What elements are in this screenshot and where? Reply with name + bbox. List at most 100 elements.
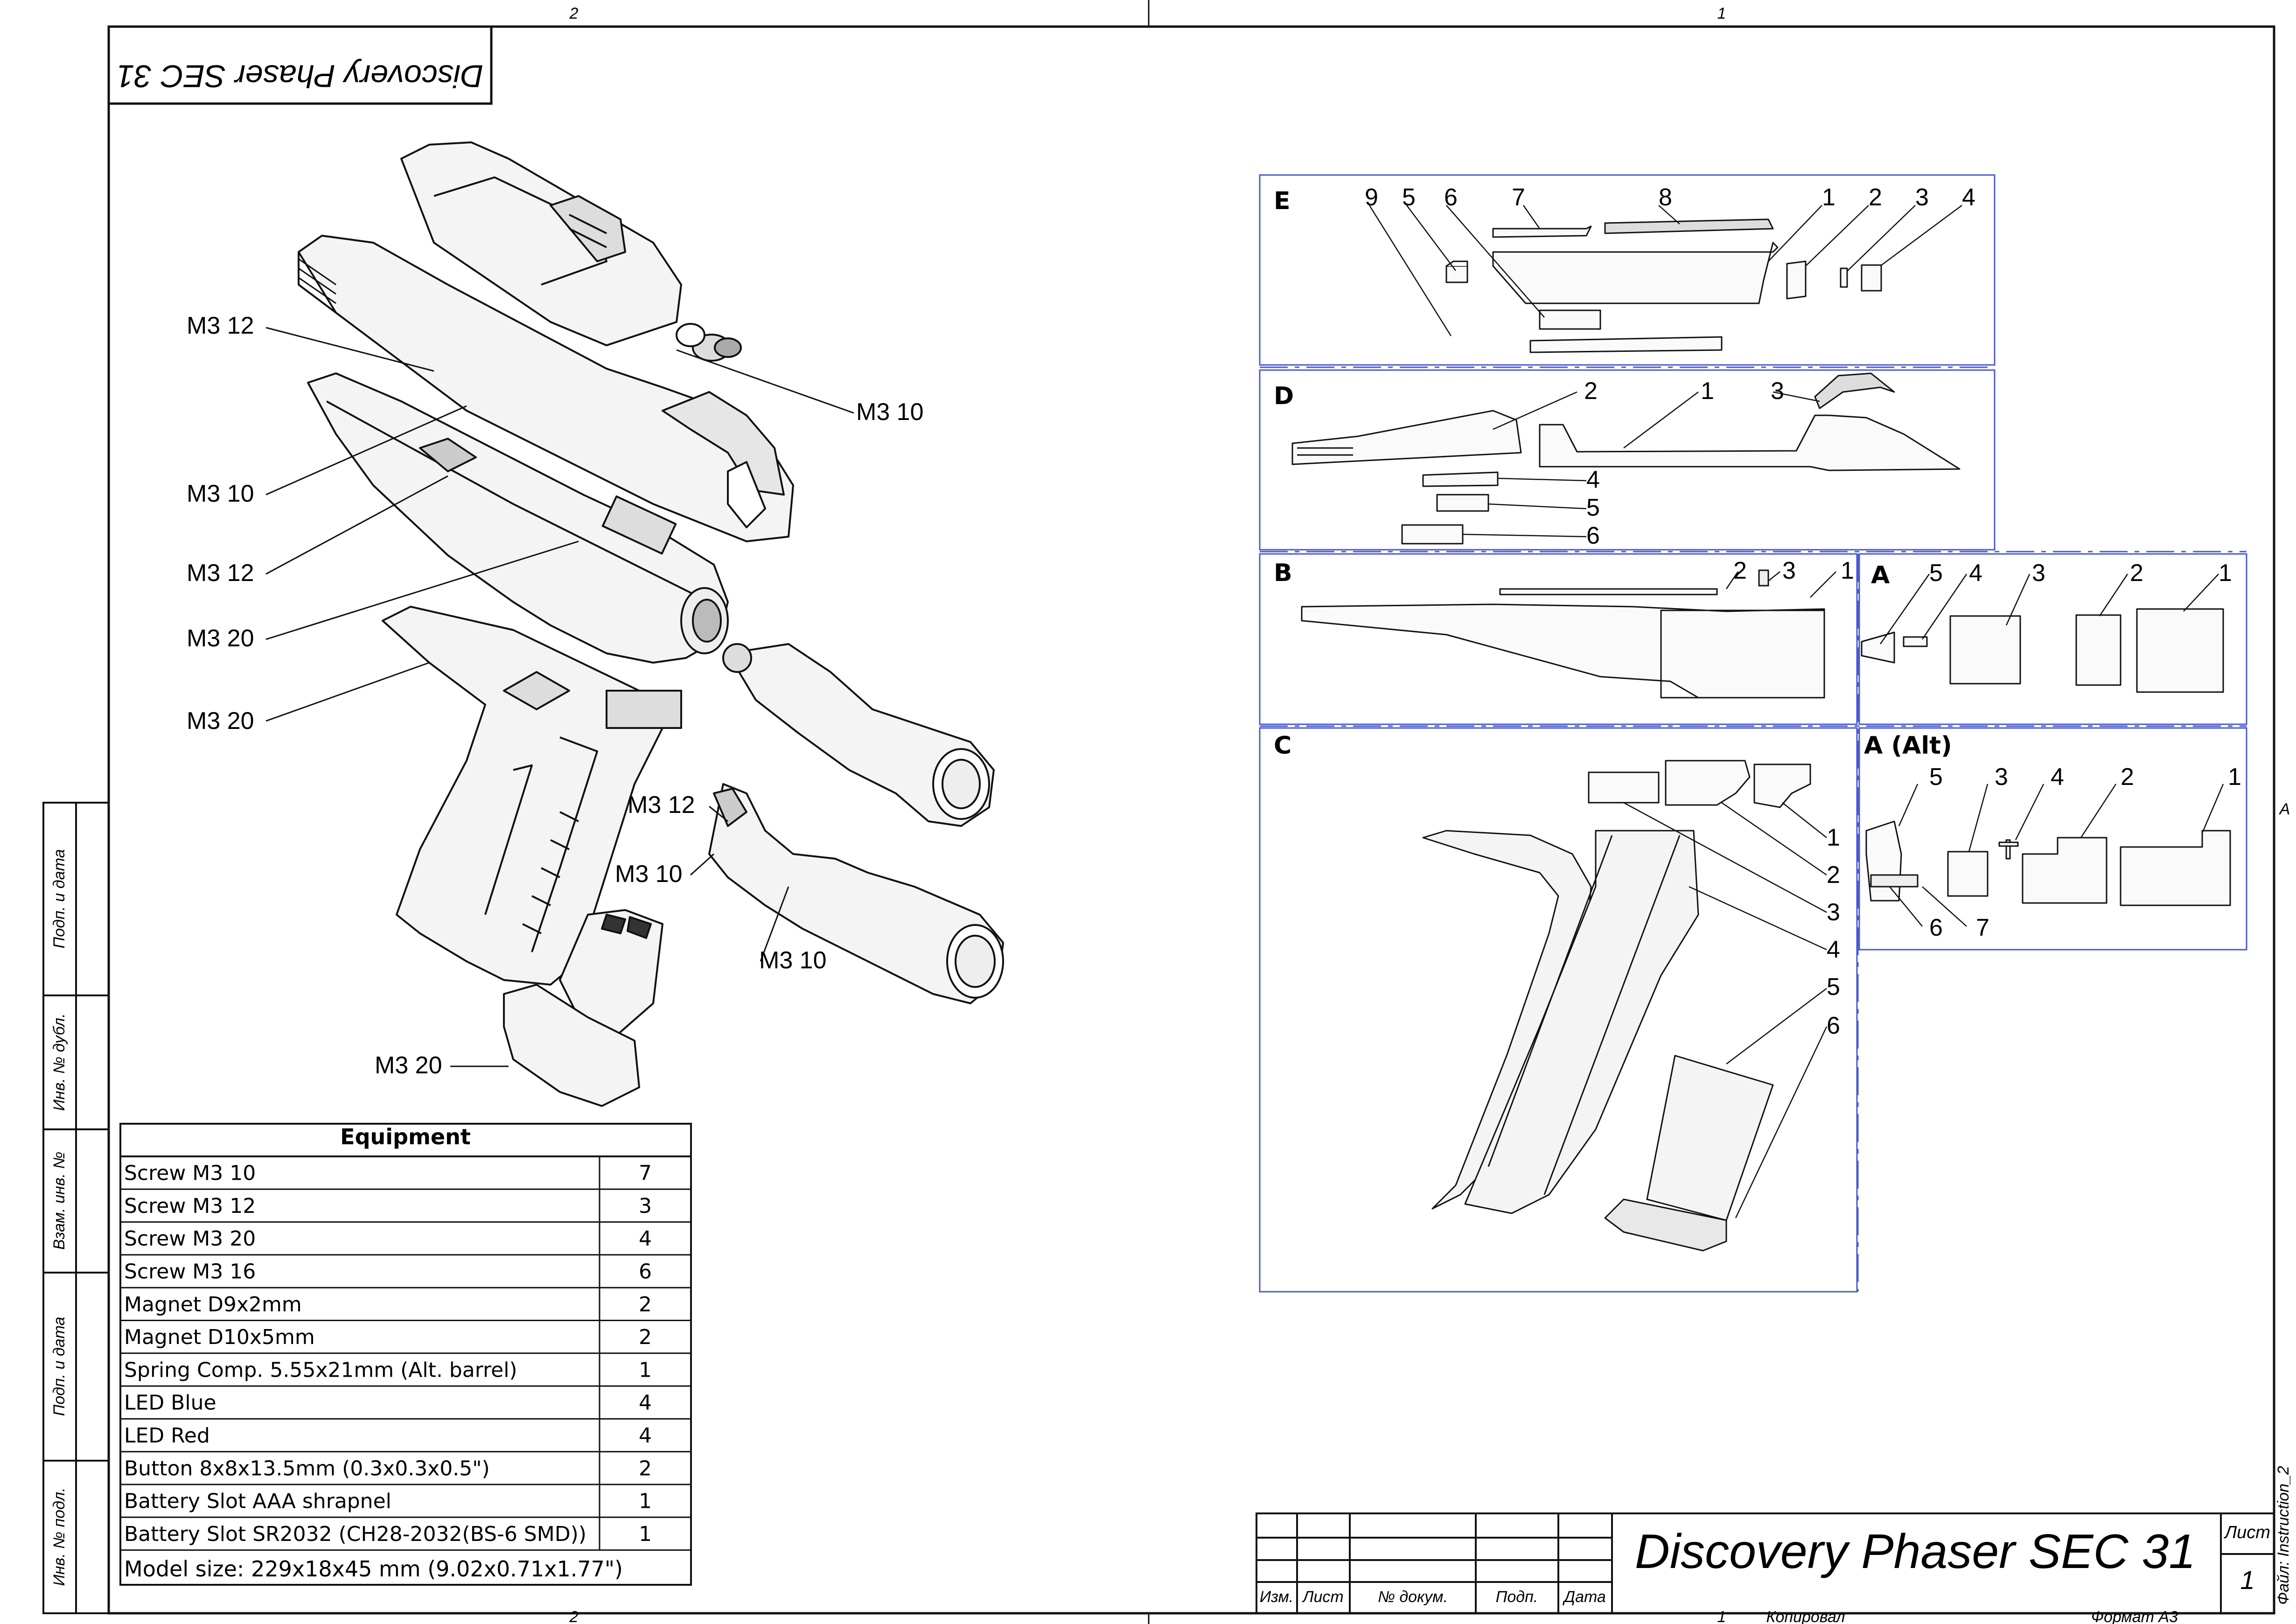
stamp-cell-1: Подп. и дата [50,849,68,949]
equipment-item: Screw M3 16 [124,1260,256,1284]
equipment-item: Button 8x8x13.5mm (0.3x0.3x0.5") [124,1456,490,1480]
zone-top-right: 1 [1717,5,1726,22]
view-break-lines [1260,366,2247,1292]
part-number: 6 [1444,184,1458,211]
stamp-cell-2: Инв. № дубл. [50,1013,68,1111]
view-label-e: E [1274,187,1291,215]
equipment-item: Screw M3 12 [124,1194,256,1218]
view-drawings [1291,218,2231,1252]
callout-m3-20-c: M3 20 [375,1052,442,1079]
part-number: 5 [1586,494,1600,521]
part-number: 7 [1512,184,1525,211]
tb-col-izm: Изм. [1260,1588,1294,1606]
part-number: 3 [1782,557,1796,584]
part-number: 2 [1869,184,1882,211]
part-number: 5 [1402,184,1416,211]
top-shell [298,235,794,542]
part-number: 1 [1822,184,1835,211]
part-number: 1 [2228,763,2241,791]
frame-view-d [1259,369,1996,551]
view-label-c: C [1274,732,1291,760]
equipment-qty: 1 [639,1490,652,1513]
frame-view-e [1259,174,1996,366]
detail-view-frames [1259,174,2247,1293]
stamp-cell-4: Подп. и дата [50,1317,68,1416]
part-number: 1 [1841,557,1854,584]
zone-right: A [2279,800,2290,818]
callout-m3-12-b: M3 12 [187,560,254,587]
title-block [1256,1512,2275,1614]
copied-label: Копировал [1766,1608,1845,1624]
equipment-qty: 4 [639,1424,652,1448]
tb-col-list: Лист [1302,1588,1344,1606]
equipment-qty: 2 [639,1325,652,1349]
zone-bottom-left: 2 [569,1608,579,1624]
sheet-number: 1 [2240,1565,2254,1595]
part-number: 7 [1976,914,1989,941]
part-number: 4 [1962,184,1975,211]
part-number: 5 [1929,763,1943,791]
callout-m3-10-b: M3 10 [187,480,254,507]
part-number: 3 [1827,899,1840,926]
callout-m3-20-a: M3 20 [187,625,254,652]
sheet-label: Лист [2223,1523,2270,1542]
frame-view-b [1259,553,1858,725]
format-label: Формат A3 [2091,1608,2178,1624]
frame-view-a [1858,553,2247,725]
part-number: 3 [1771,378,1784,405]
view-label-d: D [1274,382,1294,410]
frame-view-a-alt [1858,727,2247,951]
zone-top-left: 2 [569,5,579,22]
equipment-qty: 1 [639,1522,652,1546]
equipment-qty: 3 [639,1194,652,1218]
equipment-qty: 7 [639,1162,652,1185]
part-number: 6 [1586,522,1600,549]
part-number: 8 [1659,184,1672,211]
view-label-b: B [1274,559,1292,587]
mirrored-title-box: Discovery Phaser SEC 31 [107,25,493,105]
part-number: 5 [1827,973,1840,1001]
part-number: 4 [1827,936,1840,963]
equipment-qty: 6 [639,1260,652,1284]
barrel [727,643,995,827]
file-label: Файл: Instruction_2 [2275,1466,2292,1605]
callout-m3-12-a: M3 12 [187,312,254,339]
equipment-footer: Model size: 229x18x45 mm (9.02x0.71x1.77… [124,1556,623,1582]
view-label-a-alt: A (Alt) [1864,732,1952,760]
tb-col-sign: Подп. [1496,1588,1538,1606]
equipment-item: LED Blue [124,1391,216,1415]
part-number: 2 [2130,560,2143,587]
equipment-qty: 4 [639,1227,652,1251]
equipment-qty: 4 [639,1391,652,1415]
callout-m3-10-a: M3 10 [856,399,924,426]
battery-magazine [559,909,663,1037]
part-number: 9 [1365,184,1378,211]
equipment-qty: 1 [639,1358,652,1382]
callout-m3-12-c: M3 12 [628,791,695,819]
equipment-item: Screw M3 20 [124,1227,256,1251]
callout-m3-20-b: M3 20 [187,707,254,735]
equipment-item: LED Red [124,1424,210,1448]
part-number: 1 [1701,378,1714,405]
part-number: 3 [2032,560,2045,587]
part-number: 2 [1584,378,1598,405]
tb-col-date: Дата [1562,1588,1606,1606]
exploded-assembly [298,141,1004,1107]
part-number: 6 [1929,914,1943,941]
frame-view-c [1259,727,1858,1293]
part-number: 1 [1827,824,1840,851]
side-stamp [42,802,110,1614]
stamp-cell-3: Взам. инв. № [50,1152,68,1250]
drawing-title: Discovery Phaser SEC 31 [1635,1525,2196,1579]
part-number: 2 [1733,557,1747,584]
part-number: 5 [1929,560,1943,587]
main-body [307,372,729,664]
equipment-item: Magnet D10x5mm [124,1325,315,1349]
equipment-header: Equipment [340,1124,471,1149]
equipment-item: Spring Comp. 5.55x21mm (Alt. barrel) [124,1358,517,1382]
stamp-cell-5: Инв. № подл. [50,1488,68,1586]
part-leaders [1368,204,2224,1218]
